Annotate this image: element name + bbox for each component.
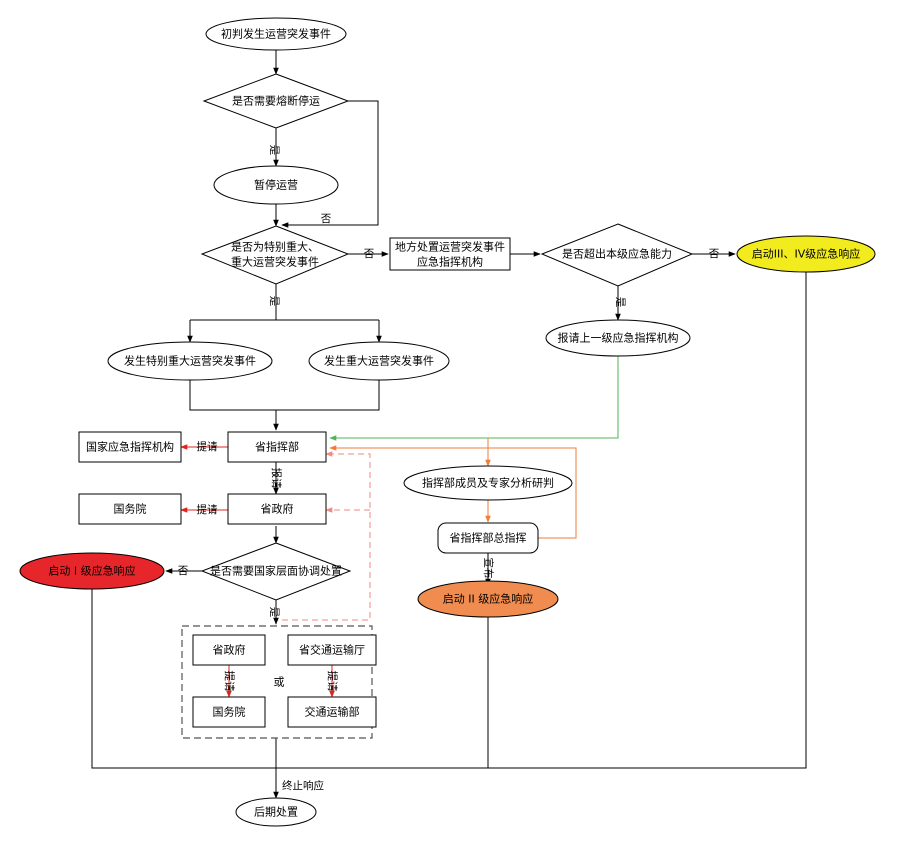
node-need-national-coordination xyxy=(200,542,352,601)
node-start-level-2 xyxy=(417,580,559,618)
edge-level1-to-end xyxy=(91,588,276,769)
label-command-experts: 指挥部成员及专家分析研判 xyxy=(422,476,554,490)
label-need-national-coordination: 是否需要国家层面协调处置 xyxy=(210,564,342,578)
edge-label-report-government: 报请 xyxy=(270,468,283,489)
connectors xyxy=(91,50,807,799)
node-provincial-commander xyxy=(437,522,539,554)
edge-label-yes-major: 是 xyxy=(268,296,280,307)
orange-connectors xyxy=(329,438,577,539)
label-post-disposal: 后期处置 xyxy=(254,806,298,819)
edge-dashed-feedback-loop xyxy=(282,451,371,621)
shapes xyxy=(19,17,876,827)
node-is-major xyxy=(200,225,350,285)
node-need-circuit-break xyxy=(202,73,350,129)
label-initial-judgement: 初判发生运营突发事件 xyxy=(221,27,331,41)
label-provincial-transport-dept: 省交通运输厅 xyxy=(299,643,365,657)
node-provincial-government-2 xyxy=(192,634,266,666)
edge-labels: 是 否 否 否 是 是 提请 报请 提请 否 是 宣布 提请 提请 终止响应 xyxy=(178,145,720,792)
label-major-event: 发生重大运营突发事件 xyxy=(324,354,434,368)
node-start-level-3-4 xyxy=(736,235,876,273)
label-especially-major-event: 发生特别重大运营突发事件 xyxy=(124,354,256,368)
edge-events-merge xyxy=(189,380,380,411)
label-provincial-command: 省指挥部 xyxy=(255,440,299,454)
edge-commander-to-command xyxy=(329,445,577,539)
node-provincial-command xyxy=(227,431,327,463)
label-state-council-2: 国务院 xyxy=(213,705,246,719)
label-start-level-1: 启动 I 级应急响应 xyxy=(48,564,135,578)
coordination-dashed-box xyxy=(181,625,373,739)
label-suspend-operation: 暂停运营 xyxy=(254,178,298,192)
label-provincial-commander: 省指挥部总指挥 xyxy=(450,531,527,545)
label-national-command: 国家应急指挥机构 xyxy=(86,440,174,454)
label-is-major-line1: 是否为特别重大、 xyxy=(231,240,319,254)
edge-label-no-major: 否 xyxy=(364,248,375,260)
node-major-event xyxy=(308,341,450,381)
label-exceeds-capacity: 是否超出本级应急能力 xyxy=(562,247,672,261)
label-start-level-2: 启动 II 级应急响应 xyxy=(443,592,533,606)
edge-label-no-exceeds: 否 xyxy=(709,248,720,260)
label-local-command-line1: 地方处置运营突发事件 xyxy=(395,240,505,254)
node-provincial-transport-dept xyxy=(287,634,377,666)
edge-label-announce: 宣布 xyxy=(482,558,495,579)
node-suspend-operation xyxy=(213,165,339,205)
dashed-feedback xyxy=(282,451,371,621)
node-especially-major-event xyxy=(107,341,273,381)
edge-circuit-no-loop xyxy=(281,100,379,228)
node-state-council-1 xyxy=(78,493,182,525)
request-arrows xyxy=(180,444,335,698)
node-post-disposal xyxy=(235,797,317,827)
label-start-level-3-4: 启动III、IV级应急响应 xyxy=(752,247,861,261)
label-local-command-line2: 应急指挥机构 xyxy=(417,255,483,269)
edge-label-yes-coordination: 是 xyxy=(268,607,280,618)
label-need-circuit-break: 是否需要熔断停运 xyxy=(232,94,320,108)
label-ministry-transport: 交通运输部 xyxy=(305,705,360,719)
node-command-experts xyxy=(403,465,573,501)
edge-label-request-box-left: 提请 xyxy=(223,671,236,692)
node-request-higher-command xyxy=(545,319,691,357)
node-state-council-2 xyxy=(192,696,266,728)
node-provincial-government-1 xyxy=(227,493,327,525)
edge-label-request-statecouncil: 提请 xyxy=(197,503,218,516)
node-labels: 初判发生运营突发事件 是否需要熔断停运 暂停运营 是否为特别重大、 重大运营突发… xyxy=(48,27,860,819)
edge-label-yes-circuit: 是 xyxy=(268,145,280,156)
label-request-higher-command: 报请上一级应急指挥机构 xyxy=(558,331,679,345)
label-provincial-government-2: 省政府 xyxy=(213,643,246,657)
label-is-major-line2: 重大运营突发事件 xyxy=(231,255,319,269)
label-or: 或 xyxy=(274,676,285,689)
edge-label-yes-exceeds: 是 xyxy=(614,297,626,308)
node-initial-judgement xyxy=(205,17,347,51)
edge-label-no-circuit: 否 xyxy=(321,213,332,225)
node-start-level-1 xyxy=(19,552,165,590)
node-national-command xyxy=(78,431,182,463)
node-local-command xyxy=(389,237,511,271)
node-exceeds-capacity xyxy=(540,223,694,287)
edge-level34-to-end xyxy=(276,272,807,769)
edge-label-terminate: 终止响应 xyxy=(282,779,324,792)
label-provincial-government-1: 省政府 xyxy=(261,502,294,516)
edge-label-no-coordination: 否 xyxy=(178,565,189,577)
label-state-council-1: 国务院 xyxy=(114,502,147,516)
edge-label-request-box-right: 提请 xyxy=(326,671,339,692)
edge-label-request-national: 提请 xyxy=(197,440,218,453)
edge-request-to-command xyxy=(329,356,619,441)
node-ministry-transport xyxy=(287,696,377,728)
